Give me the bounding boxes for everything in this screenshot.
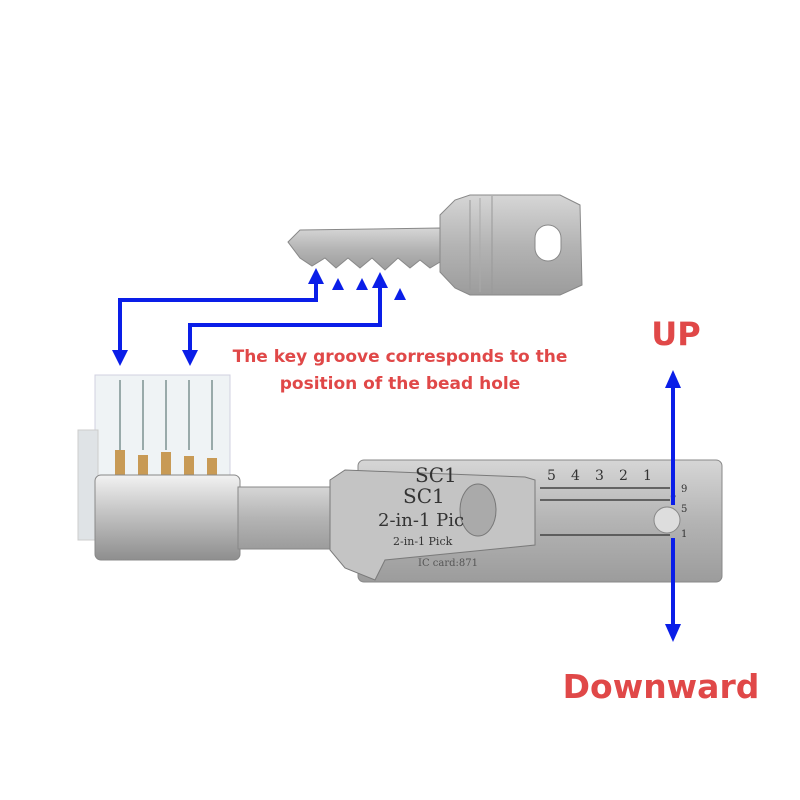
handle-title: 2-in-1 Pic bbox=[378, 510, 464, 531]
groove-markers bbox=[332, 278, 406, 300]
caption-line-2: position of the bead hole bbox=[280, 374, 521, 394]
plate-label: SC1 bbox=[415, 463, 457, 487]
pin-number: 3 bbox=[595, 468, 604, 484]
down-arrowhead bbox=[665, 624, 681, 642]
pick-tool bbox=[329, 459, 723, 583]
pin-number: 1 bbox=[643, 468, 652, 484]
pin-number: 4 bbox=[571, 468, 580, 484]
up-label: UP bbox=[651, 315, 700, 353]
connector-arrows bbox=[118, 280, 382, 355]
card-number: IC card:871 bbox=[418, 558, 478, 569]
up-arrowhead bbox=[665, 370, 681, 388]
practice-lock bbox=[77, 374, 241, 561]
depth-mark: 5 bbox=[681, 504, 687, 515]
depth-mark: 1 bbox=[681, 529, 687, 540]
handle-label: SC1 bbox=[403, 484, 445, 508]
downward-label: Downward bbox=[563, 667, 760, 706]
pin-number: 5 bbox=[547, 468, 556, 484]
arrowheads bbox=[112, 268, 388, 366]
key bbox=[287, 194, 583, 296]
pin-number: 2 bbox=[619, 468, 628, 484]
depth-mark: 9 bbox=[681, 484, 687, 495]
caption-line-1: The key groove corresponds to the bbox=[233, 347, 568, 367]
handle-subtitle: 2-in-1 Pick bbox=[393, 535, 453, 548]
